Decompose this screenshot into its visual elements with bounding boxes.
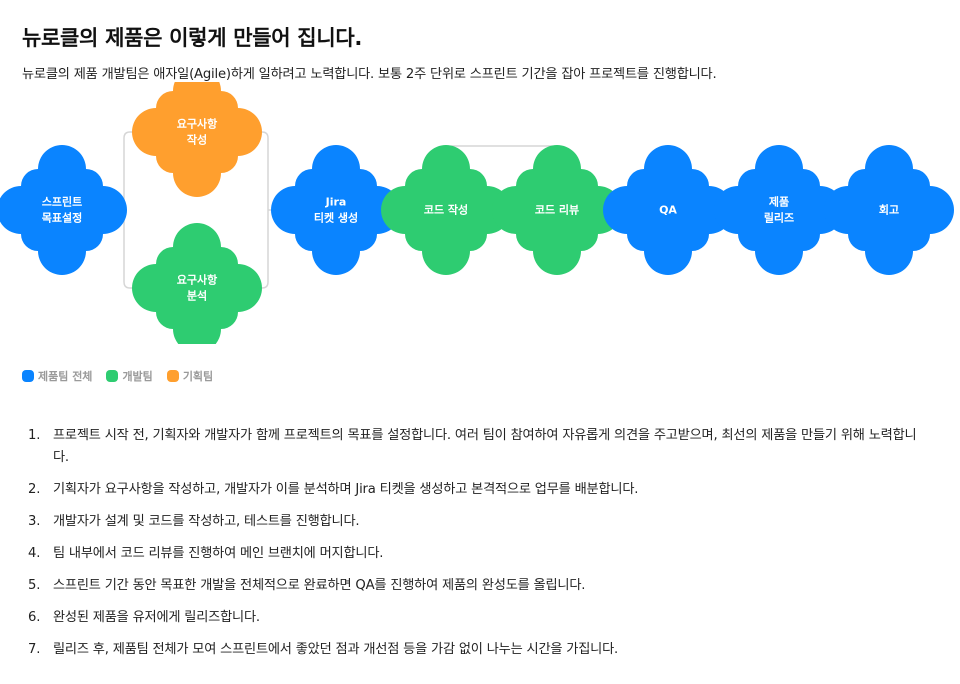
node-label: Jira [325,196,347,209]
node-label: 스프린트 [42,195,82,209]
node-label: 릴리즈 [764,211,794,225]
list-item: 6. 완성된 제품을 유저에게 릴리즈합니다. [28,607,928,629]
connector-to-req-write [123,131,154,210]
list-item: 7. 릴리즈 후, 제품팀 전체가 모여 스프린트에서 좋았던 점과 개선점 등… [28,639,928,661]
list-item: 3. 개발자가 설계 및 코드를 작성하고, 테스트를 진행합니다. [28,511,928,533]
flow-node-qa: QA [603,145,733,275]
step-number: 4. [28,546,41,561]
legend-label: 제품팀 전체 [38,370,93,383]
node-shape [132,223,262,344]
step-text: 팀 내부에서 코드 리뷰를 진행하여 메인 브랜치에 머지합니다. [53,546,384,561]
node-label: 분석 [187,289,207,303]
list-item: 5. 스프린트 기간 동안 목표한 개발을 전체적으로 완료하면 QA를 진행하… [28,575,928,597]
step-number: 5. [28,578,41,593]
connector-to-req-analyze [123,210,154,289]
node-label: 요구사항 [177,117,217,131]
legend-label: 기획팀 [182,370,214,383]
step-number: 2. [28,482,41,497]
legend-item-product-team: 제품팀 전체 [22,368,92,384]
node-label: 코드 작성 [424,203,468,217]
page-subtitle: 뉴로클의 제품 개발팀은 애자일(Agile)하게 일하려고 노력합니다. 보통… [22,67,717,82]
legend: 제품팀 전체 개발팀 기획팀 [22,368,213,384]
step-text: 스프린트 기간 동안 목표한 개발을 전체적으로 완료하면 QA를 진행하여 제… [53,578,586,593]
step-number: 7. [28,642,41,657]
step-text: 완성된 제품을 유저에게 릴리즈합니다. [53,610,260,625]
node-shape [132,82,262,197]
node-shape [381,145,511,275]
node-shape [714,145,844,275]
legend-swatch-green [106,370,119,382]
process-steps-list: 1. 프로젝트 시작 전, 기획자와 개발자가 함께 프로젝트의 목표를 설정합… [28,425,928,671]
step-number: 6. [28,610,41,625]
node-label: 작성 [187,133,207,147]
step-text: 프로젝트 시작 전, 기획자와 개발자가 함께 프로젝트의 목표를 설정합니다.… [53,428,917,465]
node-label: 제품 [769,195,789,209]
flow-node-jira: Jira 티켓 생성 [271,145,401,275]
legend-item-planning-team: 기획팀 [166,368,214,384]
node-shape [271,145,401,275]
node-label: 목표설정 [42,211,82,225]
legend-swatch-blue [22,370,34,382]
connector-from-req-write [240,131,269,210]
list-item: 4. 팀 내부에서 코드 리뷰를 진행하여 메인 브랜치에 머지합니다. [28,543,928,565]
flow-node-retro: 회고 [824,145,954,275]
list-item: 1. 프로젝트 시작 전, 기획자와 개발자가 함께 프로젝트의 목표를 설정합… [28,425,928,469]
list-item: 2. 기획자가 요구사항을 작성하고, 개발자가 이를 분석하며 Jira 티켓… [28,479,928,501]
node-label: 티켓 생성 [314,211,358,225]
node-shape [0,145,127,275]
step-text: 릴리즈 후, 제품팀 전체가 모여 스프린트에서 좋았던 점과 개선점 등을 가… [53,642,619,657]
legend-swatch-orange [166,370,179,382]
flow-node-code-review: 코드 리뷰 [492,145,622,275]
flow-node-code-write: 코드 작성 [381,145,511,275]
step-text: 개발자가 설계 및 코드를 작성하고, 테스트를 진행합니다. [53,514,360,529]
connector-from-req-analyze [240,210,269,289]
page-title: 뉴로클의 제품은 이렇게 만들어 집니다. [22,26,363,50]
node-shape [824,145,954,275]
legend-item-dev-team: 개발팀 [106,368,153,384]
node-label: QA [659,204,677,217]
node-shape [603,145,733,275]
node-shape [492,145,622,275]
node-label: 코드 리뷰 [535,203,579,217]
step-text: 기획자가 요구사항을 작성하고, 개발자가 이를 분석하며 Jira 티켓을 생… [53,482,639,497]
step-number: 1. [28,428,41,443]
node-label: 회고 [879,203,899,217]
legend-label: 개발팀 [122,370,153,383]
node-label: 요구사항 [177,273,217,287]
step-number: 3. [28,514,41,529]
